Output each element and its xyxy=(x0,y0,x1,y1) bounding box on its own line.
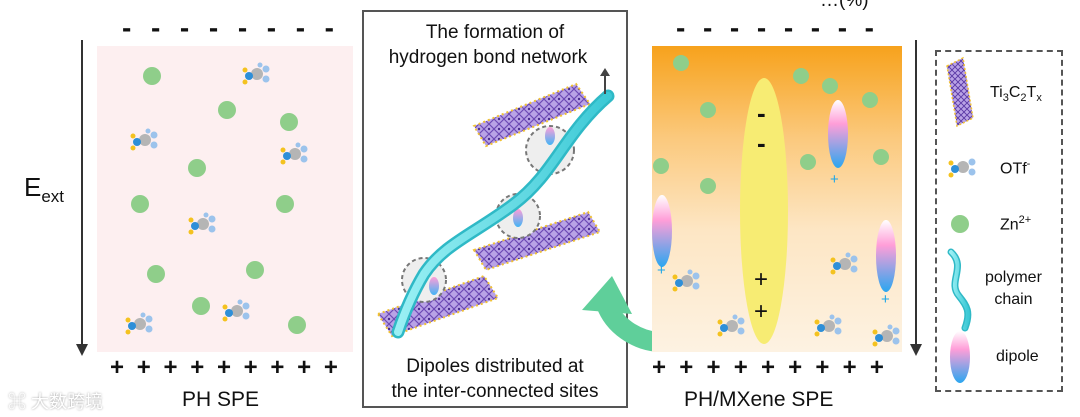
big-dipole-plus-2: + xyxy=(754,298,769,325)
big-dipole-minus-1: - xyxy=(757,98,766,128)
legend-icons xyxy=(946,56,976,383)
field-arrow-right xyxy=(910,40,922,356)
left-minus-row: -------- xyxy=(122,12,334,43)
left-plus-row: +++++++++ xyxy=(110,354,338,381)
middle-title: The formation of hydrogen bond network xyxy=(388,22,588,68)
right-plus-row: +++++++++ xyxy=(652,354,884,381)
polymer-chain-icon xyxy=(947,248,972,332)
legend-polymer-label: polymer chain xyxy=(985,269,1042,308)
otf-icon xyxy=(948,158,976,178)
field-label: Eext xyxy=(24,172,65,207)
field-arrow-left xyxy=(76,40,88,356)
small-dipole-plus-3: + xyxy=(881,291,890,308)
right-caption: PH/MXene SPE xyxy=(684,388,834,411)
big-dipole-minus-2: - xyxy=(757,128,766,158)
middle-panel xyxy=(362,10,628,408)
transition-arrow-icon xyxy=(582,276,660,352)
legend-mxene-label: Ti3C2Tx xyxy=(990,84,1042,105)
middle-caption: Dipoles distributed at the inter-connect… xyxy=(391,356,599,402)
left-particles xyxy=(125,62,308,335)
watermark: ⌘ 大数跨境 xyxy=(8,392,104,412)
zn-icon xyxy=(951,215,969,233)
hydrogen-bond-network-illustration xyxy=(376,68,615,339)
right-particles xyxy=(652,55,900,347)
legend-otf-label: OTf- xyxy=(1000,158,1031,178)
legend-dipole-label: dipole xyxy=(996,348,1039,365)
legend-box xyxy=(935,50,1063,392)
watermark-logo-icon: ⌘ xyxy=(8,392,32,412)
dipole-icon xyxy=(950,331,970,383)
mxene-icon xyxy=(946,56,974,128)
small-dipole-plus-1: + xyxy=(830,171,839,188)
top-right-clipped-text: …(%) xyxy=(820,0,869,11)
right-minus-row: -------- xyxy=(676,12,874,43)
big-dipole-plus-1: + xyxy=(754,266,769,293)
small-dipole-plus-2: + xyxy=(657,262,666,279)
legend-zn-label: Zn2+ xyxy=(1000,214,1032,234)
left-caption: PH SPE xyxy=(182,388,260,411)
